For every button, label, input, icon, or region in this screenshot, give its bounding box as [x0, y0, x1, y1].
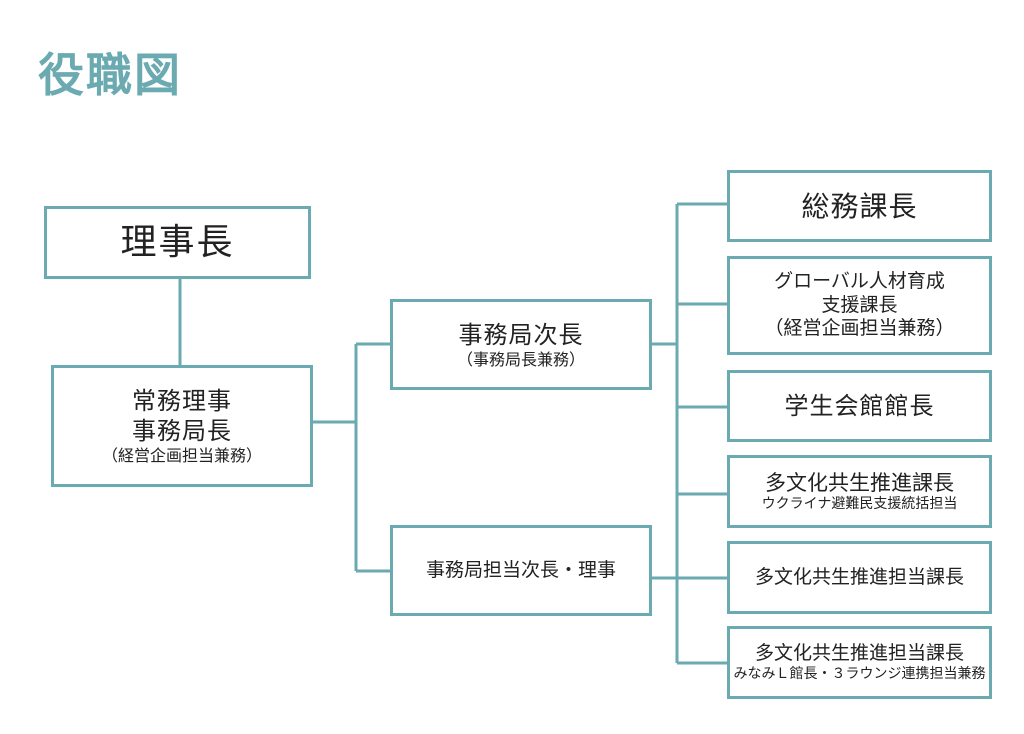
- node-global-hr: グローバル人材育成 支援課長 （経営企画担当兼務）: [727, 256, 992, 355]
- node-deputy-secretary-general-line2: （事務局長兼務）: [456, 349, 585, 369]
- node-multicultural-3-line2: みなみＬ館長・３ラウンジ連携担当兼務: [733, 665, 986, 682]
- node-multicultural-2-line1: 多文化共生推進担当課長: [754, 565, 964, 588]
- node-student-hall: 学生会館館長: [727, 370, 992, 442]
- node-multicultural-2: 多文化共生推進担当課長: [727, 541, 992, 614]
- node-deputy-secretary-general: 事務局次長 （事務局長兼務）: [390, 299, 652, 390]
- node-chairman: 理事長: [44, 206, 311, 279]
- node-managing-director-line1: 常務理事: [132, 387, 232, 415]
- node-deputy-in-charge-line1: 事務局担当次長・理事: [425, 558, 616, 581]
- node-deputy-secretary-general-line1: 事務局次長: [458, 320, 584, 349]
- node-managing-director-line2: 事務局長: [132, 417, 232, 445]
- page-title: 役職図: [38, 48, 182, 102]
- node-deputy-in-charge: 事務局担当次長・理事: [390, 525, 652, 616]
- node-general-affairs-title: 総務課長: [801, 189, 918, 223]
- node-multicultural-1: 多文化共生推進課長 ウクライナ避難民支援統括担当: [727, 455, 992, 528]
- node-global-hr-line1: グローバル人材育成: [774, 269, 945, 292]
- node-multicultural-1-line1: 多文化共生推進課長: [765, 470, 954, 495]
- node-general-affairs: 総務課長: [727, 170, 992, 242]
- node-managing-director-line3: （経営企画担当兼務）: [101, 446, 262, 465]
- node-student-hall-title: 学生会館館長: [784, 392, 935, 420]
- node-global-hr-line3: （経営企画担当兼務）: [764, 317, 955, 340]
- node-multicultural-3: 多文化共生推進担当課長 みなみＬ館長・３ラウンジ連携担当兼務: [727, 626, 992, 699]
- node-chairman-title: 理事長: [120, 222, 235, 263]
- node-multicultural-1-line2: ウクライナ避難民支援統括担当: [761, 495, 958, 512]
- node-managing-director: 常務理事 事務局長 （経営企画担当兼務）: [51, 365, 313, 487]
- node-global-hr-line2: 支援課長: [821, 293, 898, 316]
- node-multicultural-3-line1: 多文化共生推進担当課長: [754, 641, 964, 664]
